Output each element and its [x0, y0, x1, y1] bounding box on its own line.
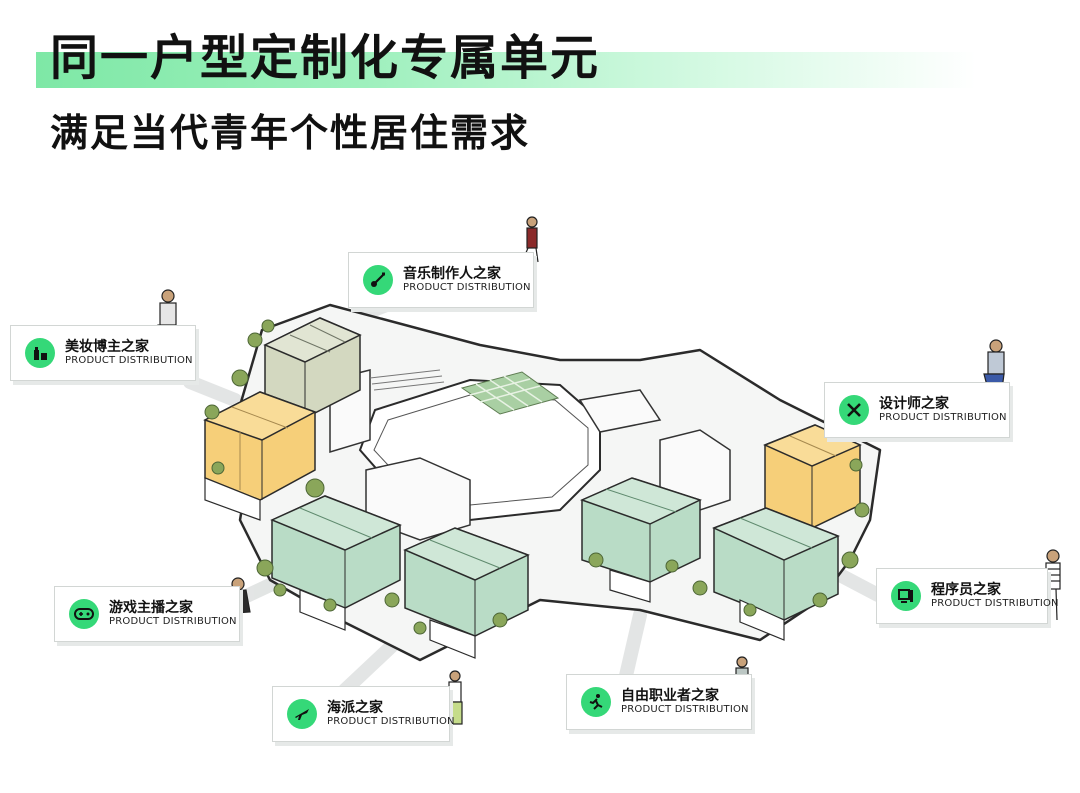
- cosmetics-icon: [25, 338, 55, 368]
- page-subtitle: 满足当代青年个性居住需求: [50, 111, 531, 155]
- airplane-icon: [287, 699, 317, 729]
- running-person-icon: [581, 687, 611, 717]
- callout-title: 自由职业者之家: [621, 688, 719, 705]
- title-highlight-band: [36, 52, 976, 88]
- gamepad-icon: [69, 599, 99, 629]
- callout-title: 美妆博主之家: [65, 339, 149, 356]
- person-programmer: [1045, 549, 1061, 621]
- callout-subtitle: PRODUCT DISTRIBUTION: [931, 598, 1059, 610]
- pencil-ruler-icon: [839, 395, 869, 425]
- unit-yellow-left: [203, 391, 317, 521]
- callout-title: 设计师之家: [879, 396, 949, 413]
- callout-title: 海派之家: [327, 700, 383, 717]
- callout-subtitle: PRODUCT DISTRIBUTION: [109, 616, 237, 628]
- computer-icon: [891, 581, 921, 611]
- unit-green-3: [579, 477, 703, 603]
- callout-subtitle: PRODUCT DISTRIBUTION: [327, 716, 455, 728]
- callout-title: 程序员之家: [931, 582, 1001, 599]
- guitar-icon: [363, 265, 393, 295]
- callout-freelancer: 自由职业者之家 PRODUCT DISTRIBUTION: [566, 674, 752, 730]
- callout-shanghai-style: 海派之家 PRODUCT DISTRIBUTION: [272, 686, 455, 742]
- callout-title: 音乐制作人之家: [403, 266, 501, 283]
- person-music: [521, 216, 539, 263]
- person-shanghai: [447, 670, 463, 725]
- callout-subtitle: PRODUCT DISTRIBUTION: [65, 355, 193, 367]
- callout-music-producer: 音乐制作人之家 PRODUCT DISTRIBUTION: [348, 252, 534, 308]
- unit-olive-topleft: [263, 317, 362, 419]
- callout-subtitle: PRODUCT DISTRIBUTION: [403, 282, 531, 294]
- plants: [204, 319, 870, 635]
- callout-title: 游戏主播之家: [109, 600, 193, 617]
- page-title: 同一户型定制化专属单元: [50, 30, 601, 86]
- callout-programmer: 程序员之家 PRODUCT DISTRIBUTION: [876, 568, 1059, 624]
- callout-subtitle: PRODUCT DISTRIBUTION: [879, 412, 1007, 424]
- callout-game-streamer: 游戏主播之家 PRODUCT DISTRIBUTION: [54, 586, 240, 642]
- unit-green-2: [403, 527, 530, 659]
- callout-beauty-blogger: 美妆博主之家 PRODUCT DISTRIBUTION: [10, 325, 196, 381]
- callout-designer: 设计师之家 PRODUCT DISTRIBUTION: [824, 382, 1010, 438]
- callout-subtitle: PRODUCT DISTRIBUTION: [621, 704, 749, 716]
- unit-green-1: [270, 495, 402, 631]
